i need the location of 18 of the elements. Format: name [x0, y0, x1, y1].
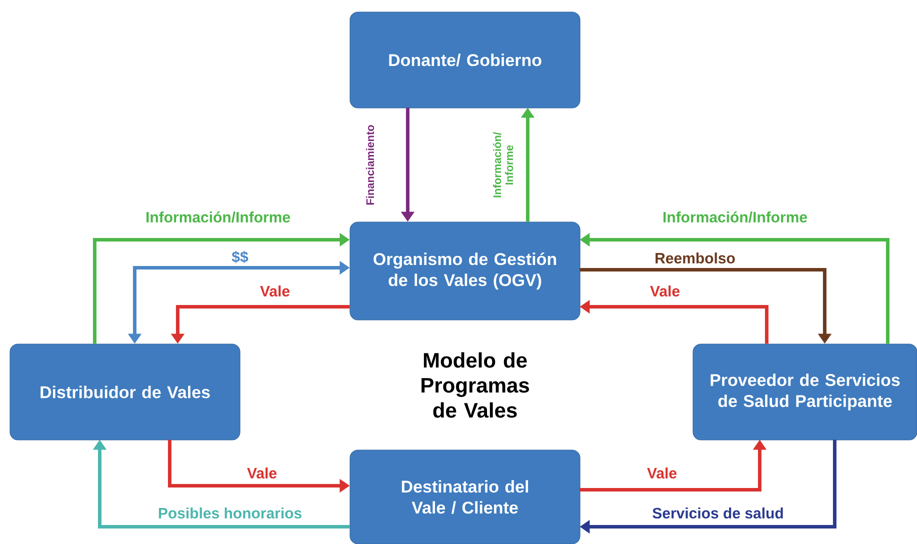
edge-label: Información/Informe: [664, 211, 807, 223]
process-box: Donante/ Gobierno: [350, 12, 580, 108]
process-box: Organismo de Gestión de los Vales (OGV): [350, 222, 580, 320]
edge-label: Vale: [647, 468, 676, 478]
edge-label: Reembolso: [656, 252, 735, 264]
diagram-title: Modelo de Programas de Vales: [422, 352, 529, 418]
process-box: Distribuidor de Vales: [10, 344, 240, 440]
process-box: Proveedor de Servicios de Salud Participante: [692, 344, 917, 440]
process-box: Destinatario del Vale / Cliente: [350, 450, 580, 544]
edge-label: Financiamiento: [366, 125, 374, 205]
edge-label: Información/ Informe: [492, 132, 514, 198]
edge-label: Información/Informe: [146, 211, 290, 223]
edge-label: $$: [232, 250, 248, 264]
edge-label: Vale: [650, 286, 680, 296]
edge-label: Servicios de salud: [652, 508, 783, 518]
edge-label: Vale: [260, 286, 290, 296]
edge-label: Posibles honorarios: [158, 508, 302, 518]
edge-label: Vale: [247, 468, 276, 478]
